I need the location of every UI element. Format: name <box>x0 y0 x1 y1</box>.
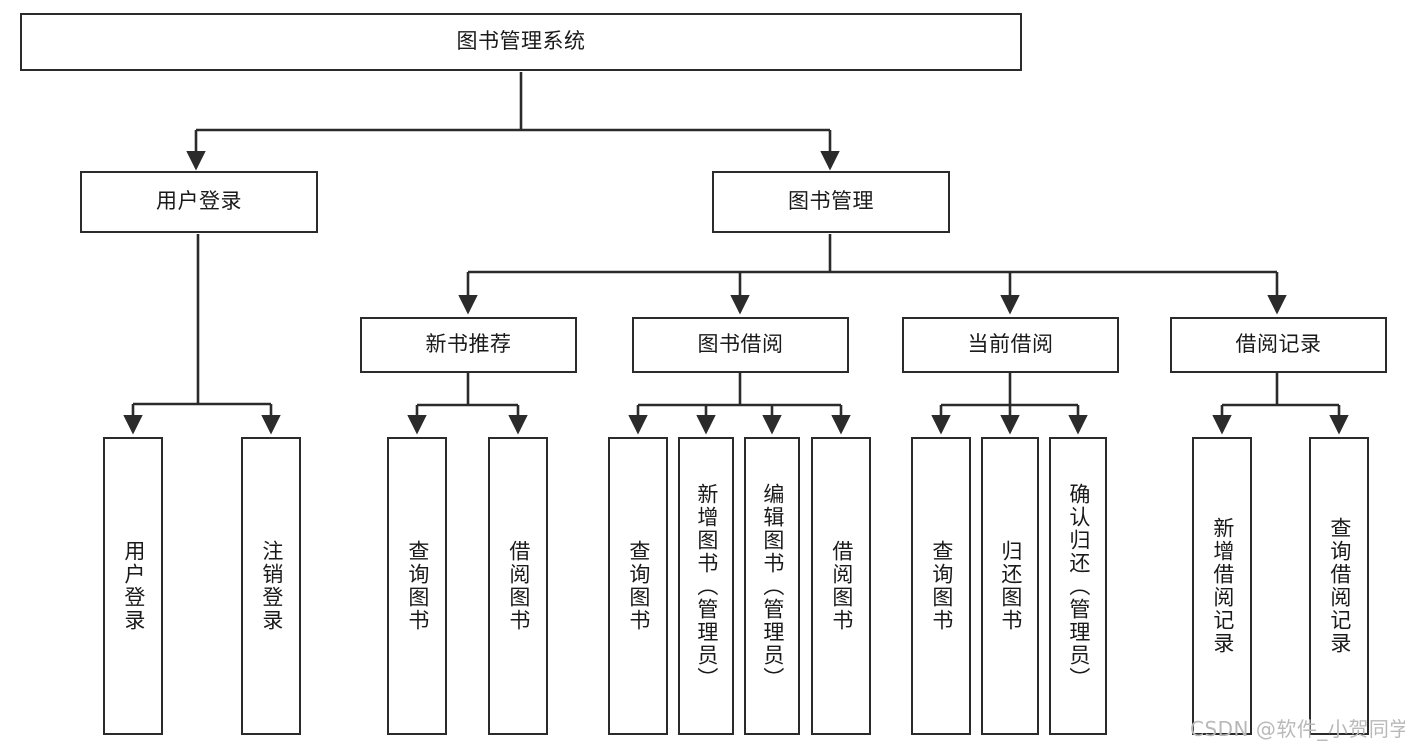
node-new-book-recommend-label: 新书推荐 <box>425 332 512 357</box>
node-leaf-user-login[interactable]: 用户登录 <box>103 437 163 735</box>
node-leaf-return-book-label: 归还图书 <box>998 540 1023 632</box>
csdn-watermark: CSDN @软件_小贺同学 <box>1190 717 1405 741</box>
node-leaf-query-book-1-label: 查询图书 <box>405 540 430 632</box>
node-current-borrow[interactable]: 当前借阅 <box>902 317 1119 373</box>
node-leaf-edit-book[interactable]: 编辑图书（管理员） <box>744 437 800 735</box>
node-leaf-edit-book-label: 编辑图书（管理员） <box>760 482 785 690</box>
node-book-borrow[interactable]: 图书借阅 <box>632 317 849 373</box>
node-new-book-recommend[interactable]: 新书推荐 <box>360 317 577 373</box>
node-book-borrow-label: 图书借阅 <box>697 332 784 357</box>
node-leaf-confirm-return-label: 确认归还（管理员） <box>1066 482 1091 690</box>
node-leaf-query-book-3-label: 查询图书 <box>929 540 954 632</box>
node-book-manage-label: 图书管理 <box>788 189 874 214</box>
node-leaf-add-book[interactable]: 新增图书（管理员） <box>678 437 734 735</box>
node-leaf-query-record-label: 查询借阅记录 <box>1327 517 1352 655</box>
node-leaf-logout[interactable]: 注销登录 <box>241 437 301 735</box>
node-leaf-logout-label: 注销登录 <box>259 540 284 632</box>
node-leaf-query-book-3[interactable]: 查询图书 <box>911 437 971 735</box>
node-leaf-user-login-label: 用户登录 <box>121 540 146 632</box>
node-leaf-query-book-1[interactable]: 查询图书 <box>387 437 447 735</box>
node-leaf-add-record-label: 新增借阅记录 <box>1210 517 1235 655</box>
node-leaf-borrow-book-1[interactable]: 借阅图书 <box>488 437 548 735</box>
node-leaf-borrow-book-1-label: 借阅图书 <box>506 540 531 632</box>
node-leaf-add-book-label: 新增图书（管理员） <box>694 482 719 690</box>
node-leaf-borrow-book-2-label: 借阅图书 <box>829 540 854 632</box>
node-leaf-query-record[interactable]: 查询借阅记录 <box>1309 437 1369 735</box>
node-leaf-query-book-2-label: 查询图书 <box>626 540 651 632</box>
node-user-login-label: 用户登录 <box>156 189 242 214</box>
node-root[interactable]: 图书管理系统 <box>20 13 1022 71</box>
node-borrow-record[interactable]: 借阅记录 <box>1170 317 1387 373</box>
node-leaf-confirm-return[interactable]: 确认归还（管理员） <box>1049 437 1107 735</box>
node-leaf-add-record[interactable]: 新增借阅记录 <box>1192 437 1252 735</box>
node-leaf-query-book-2[interactable]: 查询图书 <box>608 437 668 735</box>
node-leaf-borrow-book-2[interactable]: 借阅图书 <box>811 437 871 735</box>
node-user-login[interactable]: 用户登录 <box>80 171 318 233</box>
node-root-label: 图书管理系统 <box>456 29 586 54</box>
node-current-borrow-label: 当前借阅 <box>967 332 1054 357</box>
node-leaf-return-book[interactable]: 归还图书 <box>981 437 1039 735</box>
node-book-manage[interactable]: 图书管理 <box>712 171 950 233</box>
node-borrow-record-label: 借阅记录 <box>1235 332 1322 357</box>
